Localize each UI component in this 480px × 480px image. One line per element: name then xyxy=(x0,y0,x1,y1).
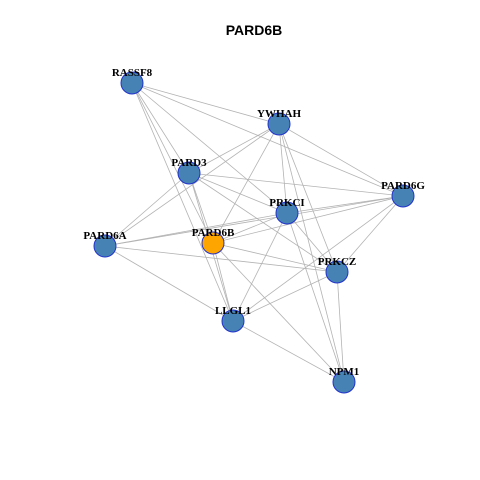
edge-ywhah-prkci xyxy=(278,123,288,214)
node-llgl1[interactable] xyxy=(221,309,245,333)
node-prkcz[interactable] xyxy=(325,260,349,284)
node-ywhah[interactable] xyxy=(267,112,291,136)
edge-pard6g-prkci xyxy=(286,195,404,214)
diagram-title: PARD6B xyxy=(226,22,283,38)
edge-rassf8-llgl1 xyxy=(131,82,234,322)
edge-rassf8-ywhah xyxy=(131,82,280,125)
node-label-prkcz: PRKCZ xyxy=(318,256,357,268)
edge-prkci-npm1 xyxy=(286,212,345,383)
edge-ywhah-pard6g xyxy=(278,123,404,197)
edge-pard6a-prkcz xyxy=(104,245,338,273)
edges-layer xyxy=(104,82,404,383)
node-npm1[interactable] xyxy=(332,370,356,394)
node-pard3[interactable] xyxy=(177,161,201,185)
edge-pard6g-llgl1 xyxy=(232,195,404,322)
edge-rassf8-pard6g xyxy=(131,82,404,197)
node-prkci[interactable] xyxy=(275,201,299,225)
edge-prkci-prkcz xyxy=(286,212,338,273)
edge-ywhah-pard3 xyxy=(188,123,280,174)
edge-pard6b-npm1 xyxy=(212,242,345,383)
node-label-pard6g: PARD6G xyxy=(381,180,425,192)
edge-prkci-llgl1 xyxy=(232,212,288,322)
node-label-prkci: PRKCI xyxy=(269,197,304,209)
node-label-ywhah: YWHAH xyxy=(257,108,301,120)
edge-ywhah-pard6a xyxy=(104,123,280,247)
edge-pard3-prkci xyxy=(188,172,288,214)
edge-ywhah-pard6b xyxy=(212,123,280,244)
node-pard6b[interactable] xyxy=(201,231,225,255)
edge-ywhah-npm1 xyxy=(278,123,345,383)
edge-pard3-pard6a xyxy=(104,172,190,247)
edge-prkci-pard6a xyxy=(104,212,288,247)
node-label-npm1: NPM1 xyxy=(329,366,360,378)
node-label-pard6b: PARD6B xyxy=(192,227,235,239)
edge-ywhah-prkcz xyxy=(278,123,338,273)
edge-pard6a-llgl1 xyxy=(104,245,234,322)
edge-rassf8-prkci xyxy=(131,82,288,214)
nodes-layer xyxy=(93,71,415,394)
node-pard6g[interactable] xyxy=(391,184,415,208)
edge-pard3-pard6g xyxy=(188,172,404,197)
node-label-rassf8: RASSF8 xyxy=(112,67,153,79)
edge-pard6b-llgl1 xyxy=(212,242,234,322)
node-label-llgl1: LLGL1 xyxy=(215,305,251,317)
node-label-pard6a: PARD6A xyxy=(83,230,126,242)
edge-pard6g-pard6a xyxy=(104,195,404,247)
node-rassf8[interactable] xyxy=(120,71,144,95)
edge-prkcz-llgl1 xyxy=(232,271,338,322)
edge-pard6g-pard6b xyxy=(212,195,404,244)
edge-pard6g-prkcz xyxy=(336,195,404,273)
edge-rassf8-pard3 xyxy=(131,82,190,174)
edge-prkcz-npm1 xyxy=(336,271,345,383)
edge-pard6b-prkcz xyxy=(212,242,338,273)
node-label-pard3: PARD3 xyxy=(171,157,207,169)
node-pard6a[interactable] xyxy=(93,234,117,258)
edge-rassf8-pard6b xyxy=(131,82,214,244)
edge-prkci-pard6b xyxy=(212,212,288,244)
edge-pard3-pard6b xyxy=(188,172,214,244)
edge-llgl1-npm1 xyxy=(232,320,345,383)
